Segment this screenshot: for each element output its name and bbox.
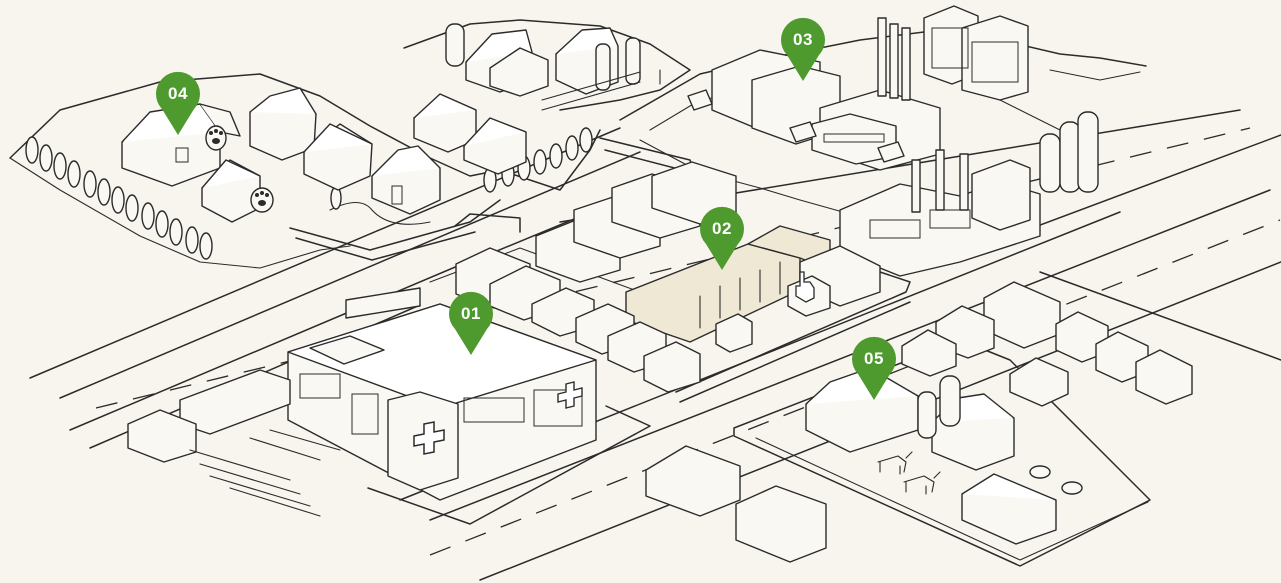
hospital — [127, 287, 651, 525]
map-pin-icon — [156, 71, 200, 135]
pin-label-01: 01 — [461, 304, 481, 323]
cow-icon — [1029, 465, 1083, 495]
horse-icon — [877, 451, 941, 495]
livestock-farm — [645, 281, 1193, 567]
pin-label-02: 02 — [712, 219, 732, 238]
residential-area — [9, 73, 601, 269]
power-plant — [839, 111, 1099, 277]
map-pin-03[interactable]: 03 — [779, 17, 827, 81]
pin-label-05: 05 — [864, 349, 884, 368]
medical-cross-icon — [413, 421, 445, 455]
map-pin-02[interactable]: 02 — [698, 206, 746, 270]
map-pin-04[interactable]: 04 — [154, 71, 202, 135]
hand-cursor-icon — [795, 271, 815, 303]
map-pin-01[interactable]: 01 — [447, 291, 495, 355]
paw-icon — [205, 125, 227, 151]
factory-district — [619, 5, 1147, 215]
medical-cross-icon — [557, 381, 583, 409]
map-pin-icon — [852, 336, 896, 400]
map-pin-icon — [449, 291, 493, 355]
paw-icon — [250, 187, 274, 213]
map-pin-05[interactable]: 05 — [850, 336, 898, 400]
map-pin-icon — [781, 17, 825, 81]
map-pin-icon — [700, 206, 744, 270]
north-farm — [403, 19, 691, 111]
pin-label-04: 04 — [168, 84, 188, 103]
pin-label-03: 03 — [793, 30, 813, 49]
